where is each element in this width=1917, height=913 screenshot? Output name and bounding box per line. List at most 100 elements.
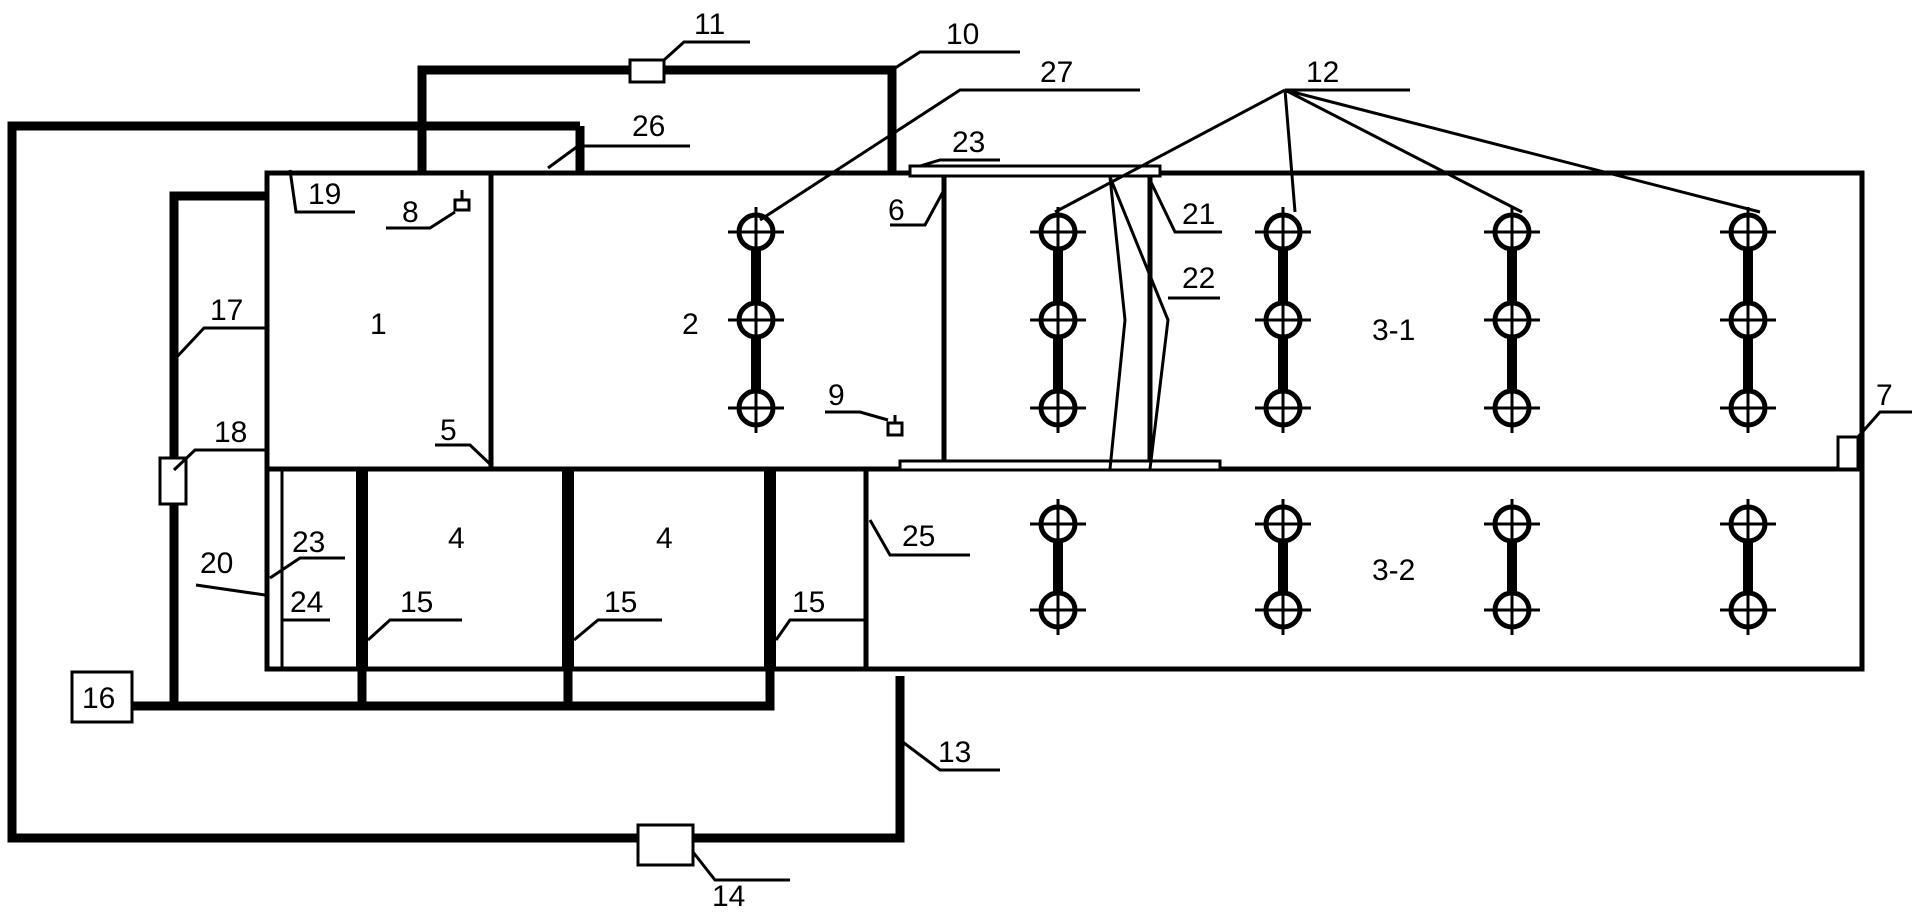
filter-15-a [356,469,368,669]
num-23b: 23 [292,526,325,559]
num-6: 6 [888,194,905,227]
diffuser-icon [1030,585,1086,635]
diffuser-icon [728,295,784,345]
lead-12c [1284,88,1523,214]
base-plate [898,459,1222,472]
lead-7 [1856,410,1912,438]
lead-18 [172,448,265,472]
diffuser-icon [1720,207,1776,257]
lead-17 [172,326,265,362]
air-pipe [132,669,775,711]
num-24: 24 [290,586,323,619]
num-19: 19 [308,178,341,211]
diffuser-icon [1484,499,1540,549]
lead-13 [899,738,1000,772]
lead-26 [547,144,690,170]
diffuser-icon [1720,295,1776,345]
lead-9 [825,410,889,422]
num-8: 8 [402,196,419,229]
diffuser-icon [1484,585,1540,635]
pipe-23-plate [908,164,1162,178]
num-12: 12 [1306,56,1339,89]
num-27: 27 [1040,56,1073,89]
diffuser-icon [1255,295,1311,345]
tank-2 [488,170,947,472]
diffuser-icon [1030,295,1086,345]
lead-8 [386,210,456,230]
device-16 [70,670,134,724]
label-tank-4a: 4 [448,522,465,555]
lead-15c [774,618,868,641]
diffuser-icon [728,207,784,257]
lead-15b [573,618,662,642]
diffuser-icon [1255,499,1311,549]
num-5: 5 [440,414,457,447]
diffusers-12 [728,207,1776,635]
lead-20 [195,583,266,597]
device-7 [1836,435,1860,471]
lead-25 [868,519,970,557]
label-tank-4b: 4 [656,522,673,555]
diffuser-icon [1720,585,1776,635]
lead-23a [919,158,1000,168]
lead-12a [1054,88,1286,214]
num-22: 22 [1182,262,1215,295]
device-14 [636,823,695,867]
num-16: 16 [82,682,115,715]
label-tank-2: 2 [682,308,699,341]
tank-3-2 [863,466,1865,672]
num-25: 25 [902,520,935,553]
diffuser-icon [1030,383,1086,433]
num-15a: 15 [400,586,433,619]
diffuser-icon [1255,207,1311,257]
label-tank-3-2: 3-2 [1372,554,1415,587]
diffuser-icon [1030,207,1086,257]
num-7: 7 [1876,379,1893,412]
baffle-22b [1108,176,1127,470]
device-18 [158,456,188,506]
lead-19 [288,169,355,214]
label-tank-1: 1 [370,308,387,341]
lead-10 [891,50,1020,72]
lead-12d [1284,88,1761,214]
diffuser-icon [1484,295,1540,345]
num-20: 20 [200,547,233,580]
num-23a: 23 [952,126,985,159]
num-14: 14 [712,880,745,913]
valve-8-icon [453,190,471,212]
lead-15a [366,618,462,642]
filter-15-c [764,469,776,669]
num-11: 11 [694,8,725,41]
num-26: 26 [632,110,665,143]
lead-6 [890,189,946,227]
lead-11 [662,40,750,62]
num-21: 21 [1182,198,1215,231]
num-10: 10 [946,18,979,51]
valve-9-icon [886,415,904,437]
diffuser-icon [1720,499,1776,549]
lead-23b [269,556,345,580]
diffuser-icon [1484,207,1540,257]
label-tank-3-1: 3-1 [1372,314,1415,347]
num-18: 18 [214,416,247,449]
device-11 [628,58,666,84]
lead-12b [1283,89,1297,213]
lead-14 [691,851,790,882]
lead-27 [759,88,1140,222]
diffuser-icon [1255,585,1311,635]
num-15c: 15 [792,586,825,619]
num-9: 9 [828,379,845,412]
lead-21 [1148,179,1222,234]
diffuser-icon [1484,383,1540,433]
baffle-22 [1108,176,1170,470]
diffuser-icon [1255,383,1311,433]
num-13: 13 [938,736,971,769]
filter-15-b [562,469,574,669]
diffuser-icon [1720,383,1776,433]
lead-5 [435,443,493,467]
num-15b: 15 [604,586,637,619]
pipe-17 [169,191,267,706]
num-17: 17 [210,294,243,327]
diffuser-icon [1030,499,1086,549]
